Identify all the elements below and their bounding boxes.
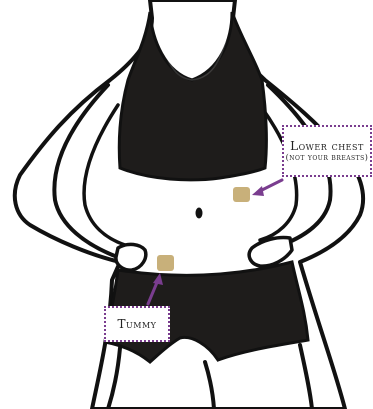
tummy-callout: Tummy xyxy=(104,306,170,342)
lower-chest-patch xyxy=(233,187,250,202)
tummy-patch xyxy=(157,255,174,271)
left-hand xyxy=(116,244,146,270)
lower-chest-callout: Lower chest (not your breasts) xyxy=(282,125,372,177)
lower-chest-note: (not your breasts) xyxy=(286,153,369,163)
lower-chest-label: Lower chest xyxy=(290,139,364,153)
belly-button xyxy=(196,208,203,219)
body-outline xyxy=(15,0,363,409)
tummy-label: Tummy xyxy=(118,317,157,331)
